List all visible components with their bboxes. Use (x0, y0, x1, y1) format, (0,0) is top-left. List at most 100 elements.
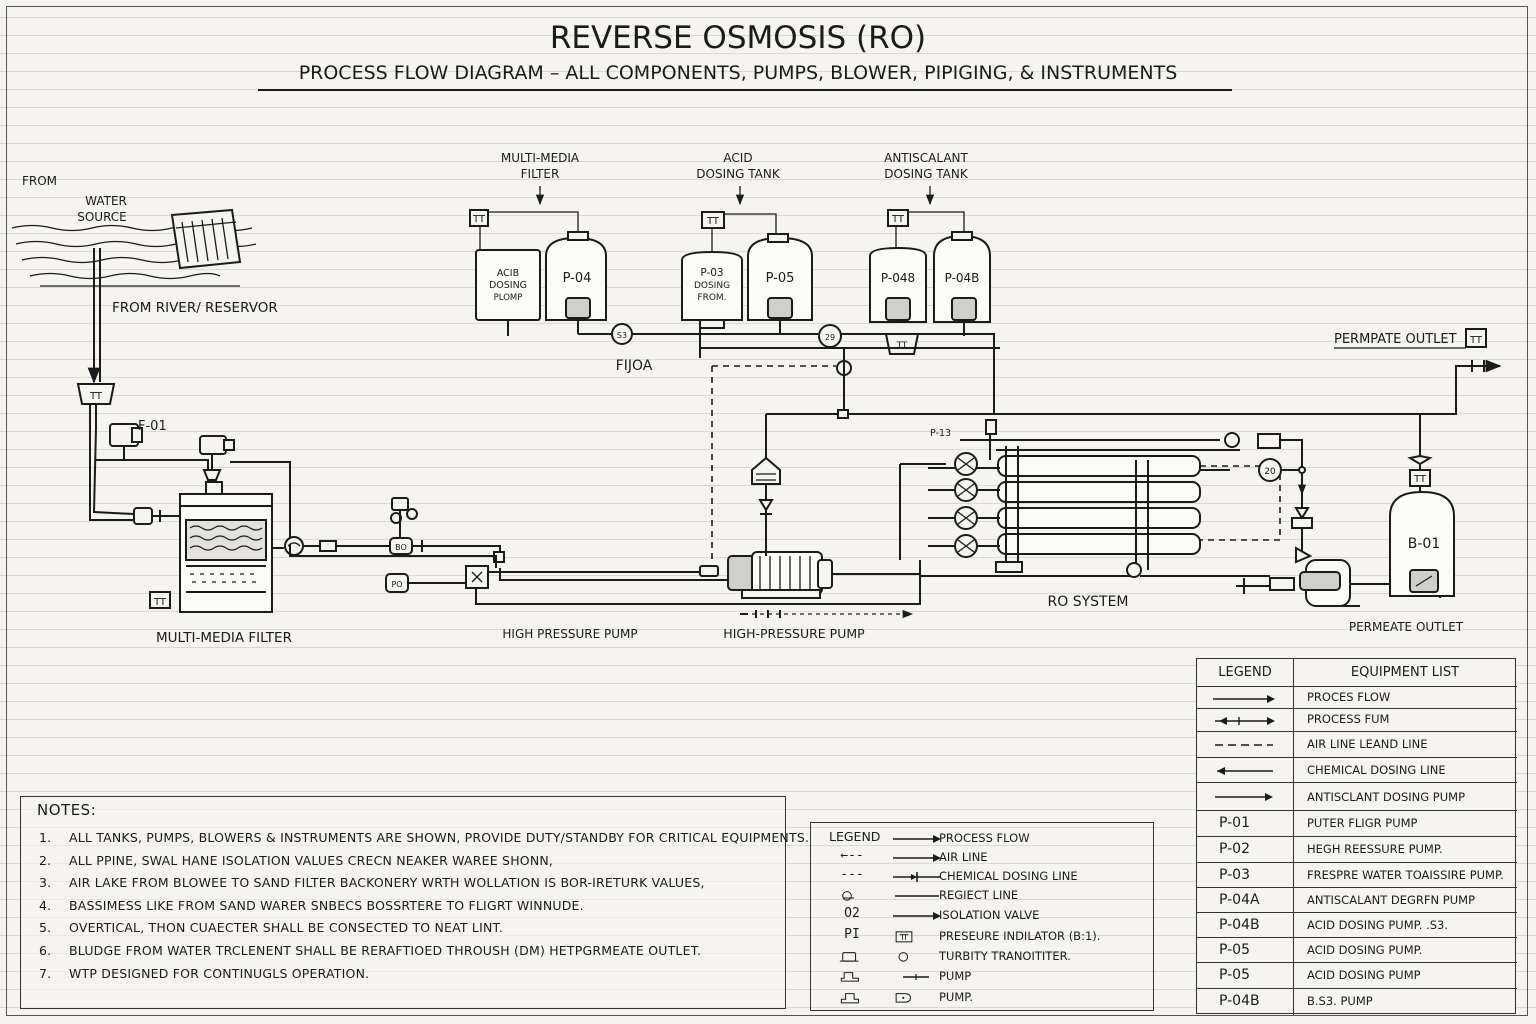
water-source-label-2: SOURCE (77, 210, 127, 224)
svg-text:DOSING: DOSING (489, 280, 527, 291)
equipment-row: P-02 HEGH REESSURE PUMP. (1197, 837, 1517, 863)
chemical-dosing-line-icon (893, 872, 941, 882)
legend-title: LEGEND (829, 829, 881, 844)
antiscalant-title-1: ANTISCALANT (884, 151, 968, 165)
permeate-transmitter-icon: TT (1465, 328, 1487, 348)
hp-pump-label-1: HIGH PRESSURE PUMP (502, 627, 637, 641)
antiscalant-dosing-group: TT P-048 P-04B TT (869, 209, 991, 355)
notes-list: 1.ALL TANKS, PUMPS, BLOWERS & INSTRUMENT… (39, 827, 809, 985)
from-label: FROM (22, 174, 57, 188)
hp-pump-label-2: HIGH-PRESSURE PUMP (723, 626, 865, 641)
equipment-row: ANTISCLANT DOSING PUMP (1197, 783, 1517, 811)
acid-dosing-tank-group: TT ACIB DOSING PLOMP P-04 (469, 209, 607, 336)
ro-feed-valves (926, 452, 978, 558)
svg-text:TT: TT (1413, 474, 1427, 485)
equipment-list-panel: LEGEND EQUIPMENT LIST PROCES FLOW PROCES… (1196, 658, 1517, 1015)
acid-title-2: DOSING TANK (696, 167, 781, 181)
svg-text:P-03: P-03 (700, 267, 723, 279)
legend-row: TURBITY TRANOITITER. (811, 947, 1155, 967)
mmf-label: MULTI-MEDIA FILTER (156, 630, 292, 646)
svg-text:29: 29 (825, 333, 835, 342)
diagram-title: REVERSE OSMOSIS (RO) (550, 20, 926, 56)
antiscalant-dosing-arrow-icon (1215, 793, 1273, 801)
bo-pump-motor-icon (390, 497, 418, 538)
svg-text:S3: S3 (617, 331, 627, 340)
equipment-row: PROCES FLOW (1197, 687, 1517, 709)
from-river-label: FROM RIVER/ RESERVOR (112, 300, 278, 316)
equipment-row: P-04A ANTISCALANT DEGRFN PUMP (1197, 888, 1517, 913)
svg-text:ACIB: ACIB (497, 268, 519, 279)
ro-flow-instrument: 20 (1224, 432, 1313, 560)
air-line-dashed-icon (1215, 744, 1273, 746)
svg-text:TT: TT (472, 214, 486, 225)
equipment-list-title: EQUIPMENT LIST (1350, 665, 1460, 680)
note-item: 7.WTP DESIGNED FOR CONTINUGLS OPERATION. (39, 965, 370, 981)
pump-motor-icon (895, 993, 911, 1003)
dosing-gauge-1: S3 (611, 323, 633, 345)
equipment-row: AIR LINE LEAND LINE (1197, 732, 1517, 758)
svg-text:TT: TT (896, 341, 908, 351)
note-item: 1.ALL TANKS, PUMPS, BLOWERS & INSTRUMENT… (39, 830, 810, 845)
f01-tag: F-01 (138, 419, 167, 434)
equipment-row: CHEMICAL DOSING LINE (1197, 758, 1517, 783)
po-gauge-icon: PO (385, 573, 409, 593)
svg-text:20: 20 (1264, 467, 1276, 477)
f01-pump-icon: F-01 (109, 419, 167, 460)
note-item: 6.BLUDGE FROM WATER TRCLENENT SHALL BE R… (39, 942, 702, 958)
filter-inlet-pump-icon (199, 435, 235, 481)
pump-icon (840, 993, 859, 1004)
equipment-row: P-04B ACID DOSING PUMP. .S3. (1197, 913, 1517, 938)
intake-instrument-tag: TT (89, 391, 103, 402)
svg-text:TT: TT (153, 597, 167, 608)
high-pressure-pump-main (699, 551, 920, 599)
equipment-row: PROCESS FUM (1197, 709, 1517, 732)
svg-text:TT: TT (706, 216, 720, 227)
mmf-title-2: FILTER (521, 167, 560, 181)
filter-outlet-gauge-icon (284, 536, 304, 556)
equipment-row: P-05 ACID DOSING PUMP. (1197, 938, 1517, 963)
intake-instrument-icon: TT (76, 383, 116, 405)
equipment-row: P-05 ACID DOSING PUMP (1197, 963, 1517, 989)
dosing-gauge-2: 29 (818, 324, 842, 348)
notes-panel: NOTES: 1.ALL TANKS, PUMPS, BLOWERS & INS… (20, 796, 809, 1009)
strainer-icon (751, 456, 781, 556)
filter-inlet-valve-icon (133, 507, 180, 525)
reject-line-icon (842, 891, 855, 901)
svg-text:PLOMP: PLOMP (494, 293, 523, 303)
svg-text:P-04B: P-04B (945, 271, 980, 285)
svg-text:P-048: P-048 (881, 271, 915, 285)
equipment-row: P-01 PUTER FLIGR PUMP (1197, 811, 1517, 837)
pressure-indicator-icon (895, 931, 913, 943)
permeate-outlet-bottom-label: PERMEATE OUTLET (1349, 620, 1464, 634)
svg-text:PO: PO (391, 580, 402, 589)
permeate-outlet-top-label: PERMPATE OUTLET (1334, 332, 1457, 347)
mmf-title-1: MULTI-MEDIA (501, 151, 580, 165)
notes-title: NOTES: (37, 801, 97, 819)
sheet-border (6, 6, 1528, 1016)
legend-row: PUMP (811, 967, 1155, 987)
note-item: 5.OVERTICAL, THON CUAECTER SHALL BE CONS… (39, 920, 504, 936)
process-flow-arrow-icon (893, 835, 941, 843)
isolation-valve-arrow-icon (893, 912, 941, 920)
legend-panel: LEGEND PROCESS FLOW ←-- AIR LINE --- CHE… (810, 822, 1154, 1011)
svg-text:B-01: B-01 (1408, 536, 1440, 552)
equipment-row: P-03 FRESPRE WATER TOAISSIRE PUMP. (1197, 863, 1517, 888)
note-item: 4.BASSIMESS LIKE FROM SAND WARER SNBECS … (39, 897, 584, 913)
legend-row: ←-- AIR LINE (811, 848, 1155, 868)
p03-dosing-group: TT P-03 DOSING FROM. P-05 (681, 211, 813, 358)
diagram-subtitle: PROCESS FLOW DIAGRAM – ALL COMPONENTS, P… (299, 62, 1178, 84)
equipment-list-header: LEGEND EQUIPMENT LIST (1197, 659, 1517, 687)
legend-row: REGIECT LINE (811, 886, 1155, 906)
multi-media-filter-vessel (179, 481, 273, 613)
svg-text:TT: TT (891, 214, 905, 225)
note-item: 3.AIR LAKE FROM BLOWEE TO SAND FILTER BA… (39, 875, 705, 891)
svg-text:DOSING: DOSING (694, 281, 730, 291)
process-fum-arrow-icon (1215, 717, 1275, 725)
legend-row: O2 ISOLATION VALVE (811, 906, 1155, 926)
equipment-legend-header: LEGEND (1218, 665, 1272, 680)
equipment-row: P-04B B.S3. PUMP (1219, 993, 1373, 1009)
flow-label: FIJOA (616, 358, 653, 374)
svg-text:TT: TT (1469, 335, 1483, 346)
bo-gauge-icon: BO (389, 537, 413, 555)
